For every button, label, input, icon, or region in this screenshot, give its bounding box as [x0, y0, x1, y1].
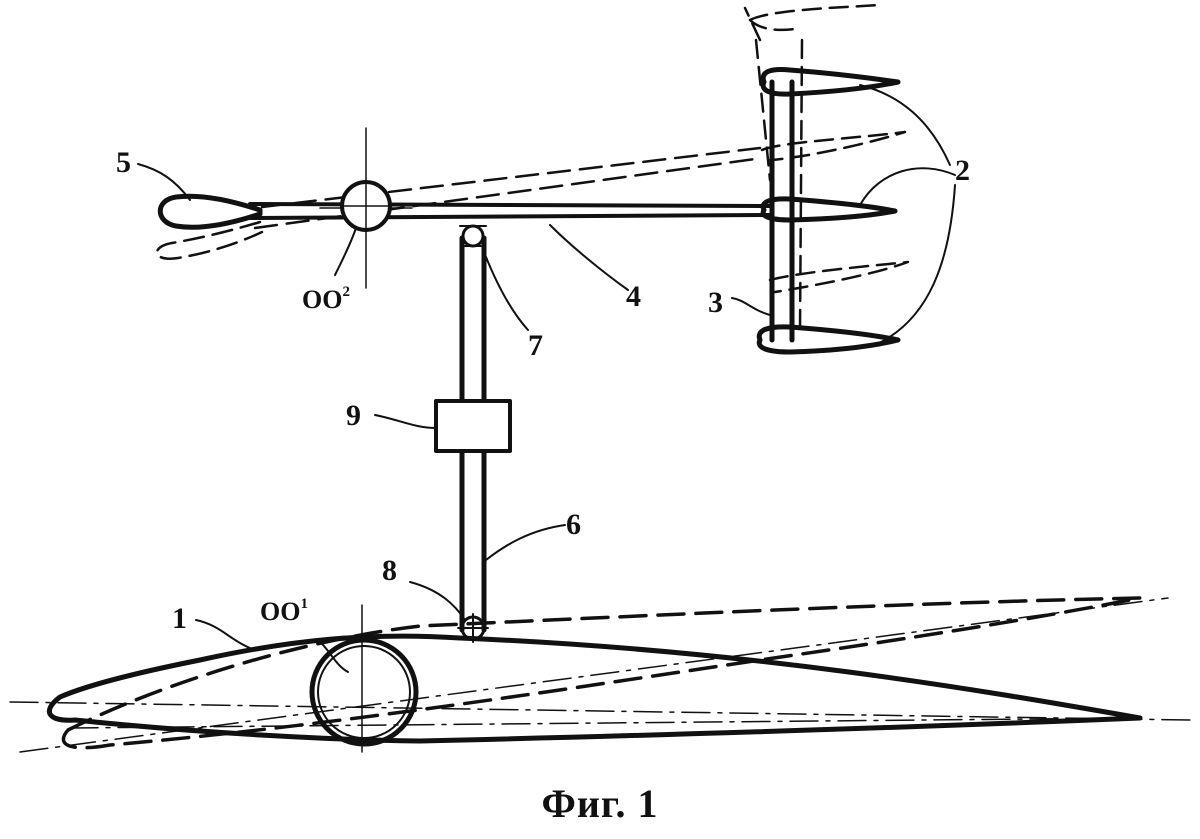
leader-1 — [195, 619, 251, 649]
tail-boom-dashed-upper — [260, 146, 762, 209]
label-6: 6 — [566, 508, 581, 541]
label-4: 4 — [626, 280, 641, 313]
label-1: 1 — [172, 602, 187, 635]
label-oo1-sup: 1 — [300, 596, 308, 612]
pivot-oo2-cross — [341, 181, 391, 231]
counterweight-5-dashed — [155, 220, 264, 260]
label-oo2-base: OO — [302, 285, 342, 314]
counterweight-5 — [157, 193, 263, 230]
tail-boom-upper — [248, 202, 772, 208]
tail-surface-top — [760, 67, 901, 97]
leader-7 — [483, 251, 529, 331]
hinge-7-mark — [459, 225, 487, 247]
leader-2a — [859, 167, 956, 206]
leader-oo1 — [317, 639, 349, 673]
tail-surface-middle — [760, 196, 898, 223]
main-wing-profile — [46, 633, 1143, 744]
leader-4 — [549, 224, 629, 291]
leader-9 — [374, 414, 437, 429]
pivot-circle-oo1-inner — [317, 645, 411, 739]
label-2: 2 — [955, 154, 970, 187]
leader-2c — [874, 184, 956, 346]
label-oo2-sup: 2 — [342, 284, 350, 300]
leader-6 — [485, 524, 566, 561]
leader-5 — [137, 163, 191, 201]
tail-boom-dashed-lower — [253, 156, 764, 230]
tail-surface-top-dashed — [748, 3, 882, 32]
label-7: 7 — [528, 329, 543, 362]
wing-chord-line-lower — [69, 717, 1141, 729]
label-8: 8 — [382, 554, 397, 587]
label-3: 3 — [708, 286, 723, 319]
hinge-7 — [461, 224, 485, 248]
figure-caption: Фиг. 1 — [541, 781, 659, 826]
hinge-8-mark — [457, 613, 489, 643]
tail-surface-mid-dashed — [760, 130, 907, 162]
leader-oo2 — [334, 227, 357, 276]
block-9 — [434, 399, 512, 453]
leader-3 — [731, 297, 771, 316]
label-oo1-base: OO — [260, 597, 300, 626]
label-9: 9 — [346, 399, 361, 432]
label-oo2: OO2 — [302, 284, 350, 314]
wing-chord-line-rotated — [19, 597, 1169, 753]
label-5: 5 — [116, 146, 131, 179]
label-oo1: OO1 — [260, 596, 308, 626]
leader-8 — [409, 581, 466, 621]
leader-2b — [859, 84, 951, 166]
tail-spar-dashed — [743, 6, 804, 332]
tail-surface-bottom — [756, 324, 901, 355]
pivot-circle-oo1 — [309, 637, 419, 747]
tail-surface-low-dashed — [768, 260, 910, 294]
wing-chord-line — [9, 701, 1191, 721]
